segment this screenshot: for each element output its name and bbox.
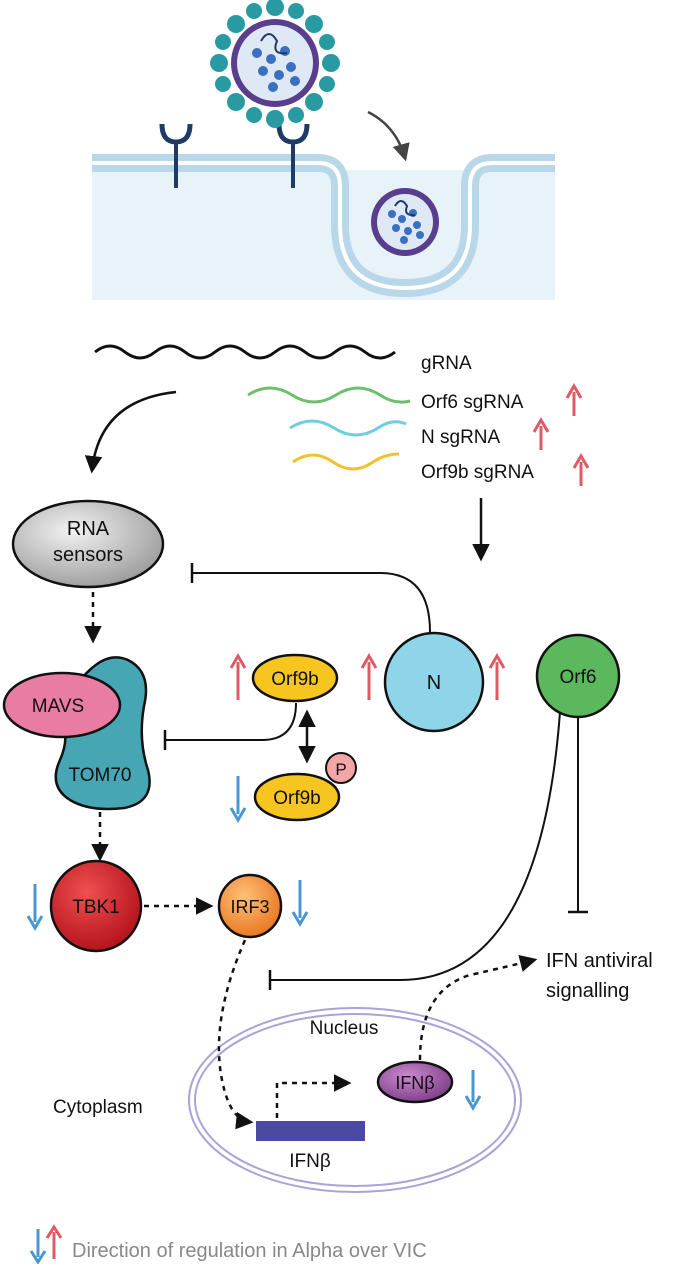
- ifnb-gene-label: IFNβ: [289, 1151, 331, 1172]
- phospho-label: P: [335, 760, 346, 779]
- up-arrow-orf9b: [229, 653, 247, 700]
- n-sgrna-label: N sgRNA: [421, 427, 501, 448]
- tbk1-node: TBK1: [49, 859, 143, 953]
- nucleus-label: Nucleus: [310, 1018, 379, 1039]
- entry-arrow: [367, 110, 410, 162]
- rna-sensors-node: RNA sensors: [11, 499, 165, 589]
- n-inhibits-sensors: [192, 572, 431, 633]
- irf3-label: IRF3: [230, 897, 269, 917]
- transcription-arrow: [275, 1074, 352, 1118]
- orf6-label: Orf6: [560, 667, 597, 688]
- virus-particle-endocytosed: [371, 188, 439, 256]
- orf6-inhibits-nuclear-import: [270, 711, 561, 981]
- mavs-node: MAVS: [2, 671, 122, 739]
- down-arrow-tbk1: [26, 884, 44, 931]
- cytoplasm-label: Cytoplasm: [53, 1097, 143, 1118]
- rna-waves: [94, 344, 411, 471]
- grna-label: gRNA: [421, 353, 472, 374]
- orf6-node: Orf6: [535, 633, 621, 719]
- orf9b-node: Orf9b: [251, 653, 339, 703]
- ifnb-protein-node: IFNβ: [376, 1060, 454, 1104]
- ifnb-protein-label: IFNβ: [395, 1073, 434, 1093]
- orf6-sgrna-label: Orf6 sgRNA: [421, 392, 524, 413]
- orf9b-label: Orf9b: [271, 669, 319, 690]
- grna-wave: [94, 344, 396, 360]
- nucleus-envelope-outer: [188, 1007, 522, 1193]
- nucleus-envelope-inner: [194, 1013, 516, 1187]
- irf3-node: IRF3: [217, 873, 283, 939]
- cell-surface-illustration: [92, 123, 555, 300]
- orf9b-phospho-node: Orf9b P: [253, 752, 357, 822]
- ifn-antiviral-label-2: signalling: [546, 980, 629, 1002]
- legend: Direction of regulation in Alpha over VI…: [29, 1224, 427, 1265]
- up-arrow-orf9b-sgrna: [572, 453, 590, 486]
- up-arrow-n-sgrna: [532, 417, 550, 450]
- receptor-right: [276, 123, 310, 188]
- rna-sensors-label-1: RNA: [67, 518, 110, 540]
- tom70-label: TOM70: [68, 765, 131, 786]
- down-arrow-orf9b-phospho: [229, 776, 247, 823]
- n-node: N: [383, 631, 485, 733]
- legend-down-arrow: [29, 1229, 47, 1265]
- ifnb-gene-bar: [256, 1121, 365, 1141]
- orf6-sgrna-wave: [247, 386, 411, 404]
- legend-text: Direction of regulation in Alpha over VI…: [72, 1240, 427, 1262]
- grna-to-sensors-arrow: [84, 390, 177, 474]
- receptor-left: [159, 123, 193, 188]
- tbk1-label: TBK1: [72, 897, 120, 918]
- ifnb-to-signalling-arrow: [418, 954, 538, 1061]
- n-label: N: [427, 672, 441, 694]
- virus-particle-outside: [210, 0, 340, 128]
- up-arrow-orf6-sgrna: [565, 383, 583, 416]
- down-arrow-irf3: [291, 880, 309, 927]
- ifn-antiviral-label-1: IFN antiviral: [546, 950, 653, 972]
- orf9b-sgrna-wave: [292, 452, 400, 471]
- orf9b-sgrna-label: Orf9b sgRNA: [421, 462, 534, 483]
- orf9b-inhibits-tom70: [165, 702, 297, 741]
- down-arrow-ifnb: [464, 1070, 482, 1111]
- up-arrow-orf6: [488, 653, 506, 700]
- n-sgrna-wave: [289, 419, 407, 437]
- mavs-label: MAVS: [32, 696, 84, 717]
- rna-sensors-label-2: sensors: [53, 544, 123, 566]
- legend-up-arrow: [45, 1224, 63, 1259]
- up-arrow-n: [360, 653, 378, 700]
- irf3-to-ifnb-gene-arrow: [217, 939, 254, 1130]
- orf9b-phospho-label: Orf9b: [273, 788, 321, 809]
- phospho-badge: [325, 752, 357, 784]
